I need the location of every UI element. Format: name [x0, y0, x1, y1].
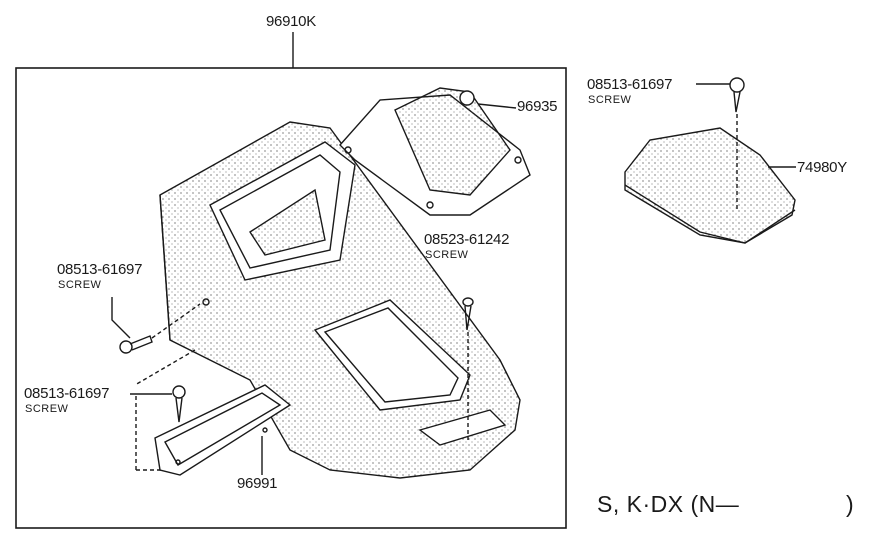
label-part-96935: 96935 [517, 98, 558, 115]
label-part-08523-61242: 08523-61242 [424, 231, 510, 248]
shift-boot [339, 87, 531, 216]
label-part-74980Y: 74980Y [797, 159, 847, 176]
label-part-08513-61697: 08513-61697 [57, 261, 143, 278]
label-screw-name: SCREW [58, 279, 102, 291]
label-part-08513-61697: 08513-61697 [587, 76, 673, 93]
cover-74980Y [624, 77, 796, 244]
screw-left-upper [111, 297, 210, 386]
label-screw-name: SCREW [25, 403, 69, 415]
label-part-08513-61697: 08513-61697 [24, 385, 110, 402]
screw-08523-61242 [462, 297, 474, 440]
variant-note: S, K·DX (N— [597, 491, 740, 517]
label-screw-name: SCREW [425, 249, 469, 261]
label-screw-name: SCREW [588, 94, 632, 106]
label-part-96991: 96991 [237, 475, 278, 492]
console-body [159, 121, 521, 479]
label-assembly-96910K: 96910K [266, 13, 316, 30]
assembly-frame [15, 67, 567, 529]
bracket-96991 [154, 384, 292, 476]
variant-note-close: ) [846, 491, 855, 517]
